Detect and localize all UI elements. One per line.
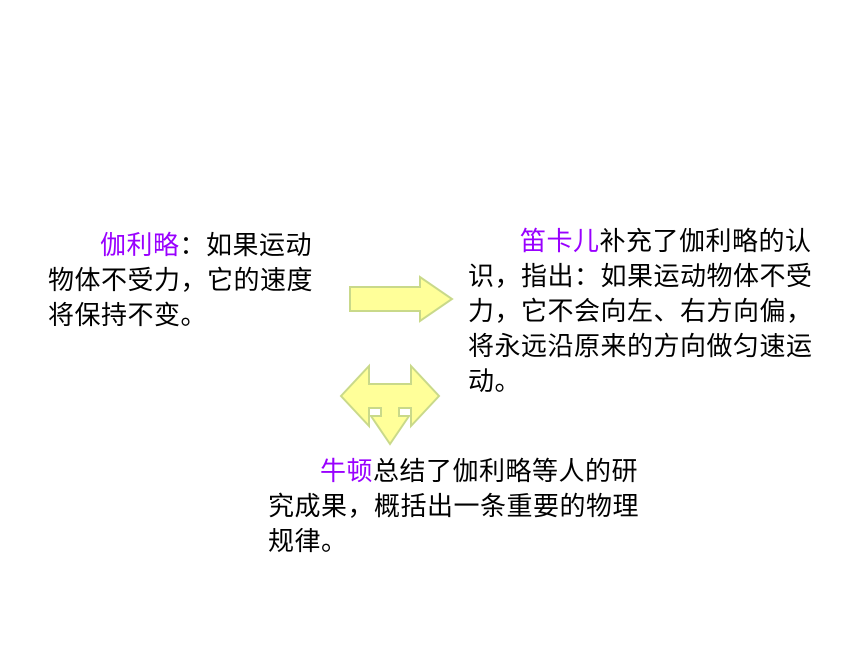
descartes-name: 笛卡儿 (520, 227, 600, 257)
galileo-paragraph: 伽利略：如果运动物体不受力，它的速度将保持不变。 (48, 229, 338, 334)
galileo-name: 伽利略 (100, 231, 180, 261)
galileo-text: ：如果运动物体不受力，它的速度将保持不变。 (48, 231, 314, 331)
descartes-text: 补充了伽利略的认识，指出：如果运动物体不受力，它不会向左、右方向偏，将永远沿原来… (468, 227, 813, 397)
right-arrow-icon (349, 275, 454, 323)
newton-text: 总结了伽利略等人的研究成果，概括出一条重要的物理规律。 (268, 457, 640, 557)
newton-name: 牛顿 (320, 457, 374, 487)
descartes-paragraph: 笛卡儿补充了伽利略的认识，指出：如果运动物体不受力，它不会向左、右方向偏，将永远… (468, 225, 818, 400)
t-junction-arrow-icon (339, 363, 441, 446)
newton-paragraph: 牛顿总结了伽利略等人的研究成果，概括出一条重要的物理规律。 (268, 455, 643, 560)
